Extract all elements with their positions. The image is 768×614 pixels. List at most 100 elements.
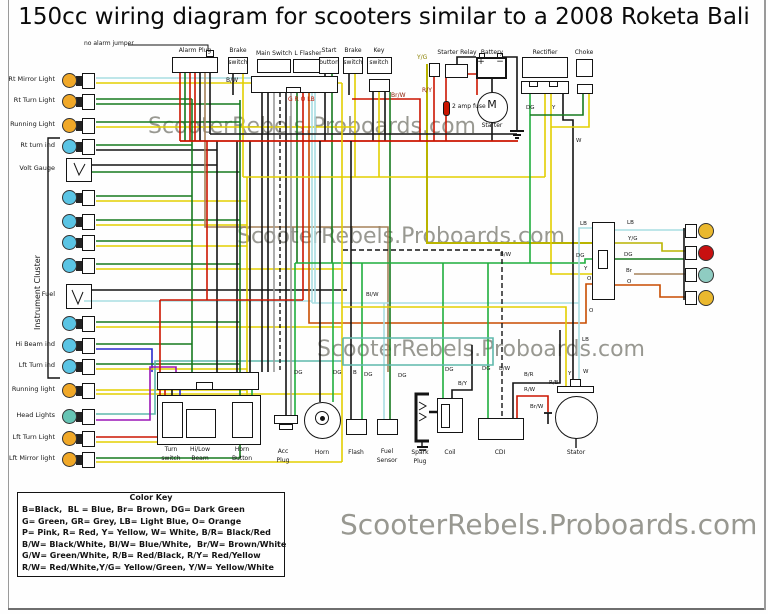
coil-inner [441, 404, 450, 428]
diagram-label: DG [294, 370, 303, 376]
bulb-socket [76, 217, 82, 227]
diagram-label: Sensor [376, 457, 398, 464]
diagram-label: O [589, 308, 594, 314]
left-item-label: Rt Mirror Light [8, 75, 55, 83]
wire-LB [578, 227, 592, 386]
bulb-connector [82, 214, 95, 230]
bulb-connector [82, 316, 95, 332]
bulb-socket [76, 261, 82, 271]
left-item-label: Head Lights [16, 411, 55, 419]
key-switch-box [367, 57, 392, 74]
wire-Y [550, 94, 592, 275]
instrument-cluster-label: Instrument Cluster [33, 255, 42, 330]
diagram-label: Battery [480, 49, 504, 56]
diagram-label: B [353, 370, 357, 376]
stator-connector [557, 386, 594, 393]
wire-K [73, 162, 86, 177]
diagram-label: Plug [276, 457, 290, 464]
diagram-label: Br [626, 268, 633, 274]
left-item-label: Lft Turn Light [12, 433, 55, 441]
diagram-label: DG [482, 366, 491, 372]
diagram-label: Alarm Plug [178, 47, 212, 54]
diagram-label: B/W [499, 366, 511, 372]
bulb-socket [76, 434, 82, 444]
bulb-socket [76, 386, 82, 396]
diagram-label: LB [580, 221, 587, 227]
volt-gauge-box [66, 158, 92, 182]
fuse-body [443, 101, 450, 116]
diagram-label: Br/W [391, 92, 406, 99]
bulb-connector [82, 359, 95, 375]
yg-connector [429, 63, 440, 77]
rear-bulb-icon [698, 223, 714, 239]
bulb-icon [62, 139, 77, 154]
left-item-label: Lft Mirror light [8, 454, 55, 462]
rectifier-notch-1 [529, 81, 538, 87]
diagram-label: B/W [226, 77, 239, 84]
bulb-socket [76, 193, 82, 203]
battery-box [476, 57, 507, 79]
bulb-connector [82, 383, 95, 399]
diagram-label: Key [373, 47, 385, 54]
bulb-connector [82, 139, 95, 155]
wire-K [451, 345, 473, 398]
starter-motor [477, 92, 508, 123]
diagram-label: DG [624, 252, 633, 258]
color-key-line: B/W= Black/White, Bl/W= Blue/White, Br/W… [22, 539, 287, 549]
diagram-label: Spark [411, 449, 429, 456]
wire-R [352, 98, 421, 141]
diagram-label: LB [582, 337, 589, 343]
diagram-label: B/Y [458, 381, 467, 387]
diagram-label: + [477, 57, 485, 67]
bulb-connector [82, 94, 95, 110]
rectifier-box [522, 57, 568, 78]
diagram-label: DG [364, 372, 373, 378]
wire-K [418, 401, 428, 411]
diagram-label: Turn [164, 446, 178, 453]
diagram-label: Y [584, 266, 588, 272]
diagram-label: B/R [524, 372, 534, 378]
bulb-socket [76, 341, 82, 351]
diagram-label: CDI [494, 449, 506, 456]
diagram-label: O [587, 276, 592, 282]
diagram-label: Y [552, 105, 556, 111]
left-item-label: Running Light [10, 120, 55, 128]
switch-connector-notch [286, 87, 301, 93]
diagram-label: Y/G [628, 236, 638, 242]
brake-switch2-box [343, 57, 363, 74]
choke-connector [577, 84, 593, 94]
diagram-label: Hi/Low [189, 446, 210, 453]
bulb-connector [82, 338, 95, 354]
start-button-box [319, 57, 339, 74]
watermark: ScooterRebels.Proboards.com [317, 337, 645, 362]
wire-R [516, 395, 549, 418]
rear-bulb-icon [698, 245, 714, 261]
flash-box [346, 419, 367, 435]
diagram-label: Acc [277, 448, 289, 455]
diagram-label: Flash [348, 449, 364, 456]
diagram-label: switch [343, 59, 363, 66]
diagram-label: Start [321, 47, 337, 54]
rear-bulb-icon [698, 290, 714, 306]
wire-K [47, 137, 60, 379]
diagram-label: O [627, 279, 632, 285]
wire-K [418, 412, 428, 422]
left-item-label: Volt Gauge [19, 164, 55, 172]
diagram-label: Rectifier [532, 49, 558, 56]
wire-Y [551, 94, 590, 128]
wire-K [414, 392, 429, 443]
diagram-label: G R O LB [288, 96, 315, 103]
diagram-label: DG [445, 367, 454, 373]
starter-relay-box [445, 64, 468, 78]
rear-bulb-icon [698, 267, 714, 283]
diagram-label: Starter Relay [437, 49, 477, 56]
diagram-label: Horn [234, 446, 250, 453]
choke-box [576, 59, 593, 77]
bulb-socket [76, 238, 82, 248]
color-key-line: G/W= Green/White, R/B= Red/Black, R/Y= R… [22, 551, 261, 560]
diagram-label: − [496, 57, 504, 67]
acc-plug-lower [279, 424, 293, 430]
key-connector [369, 79, 390, 92]
wire-T [342, 337, 494, 366]
